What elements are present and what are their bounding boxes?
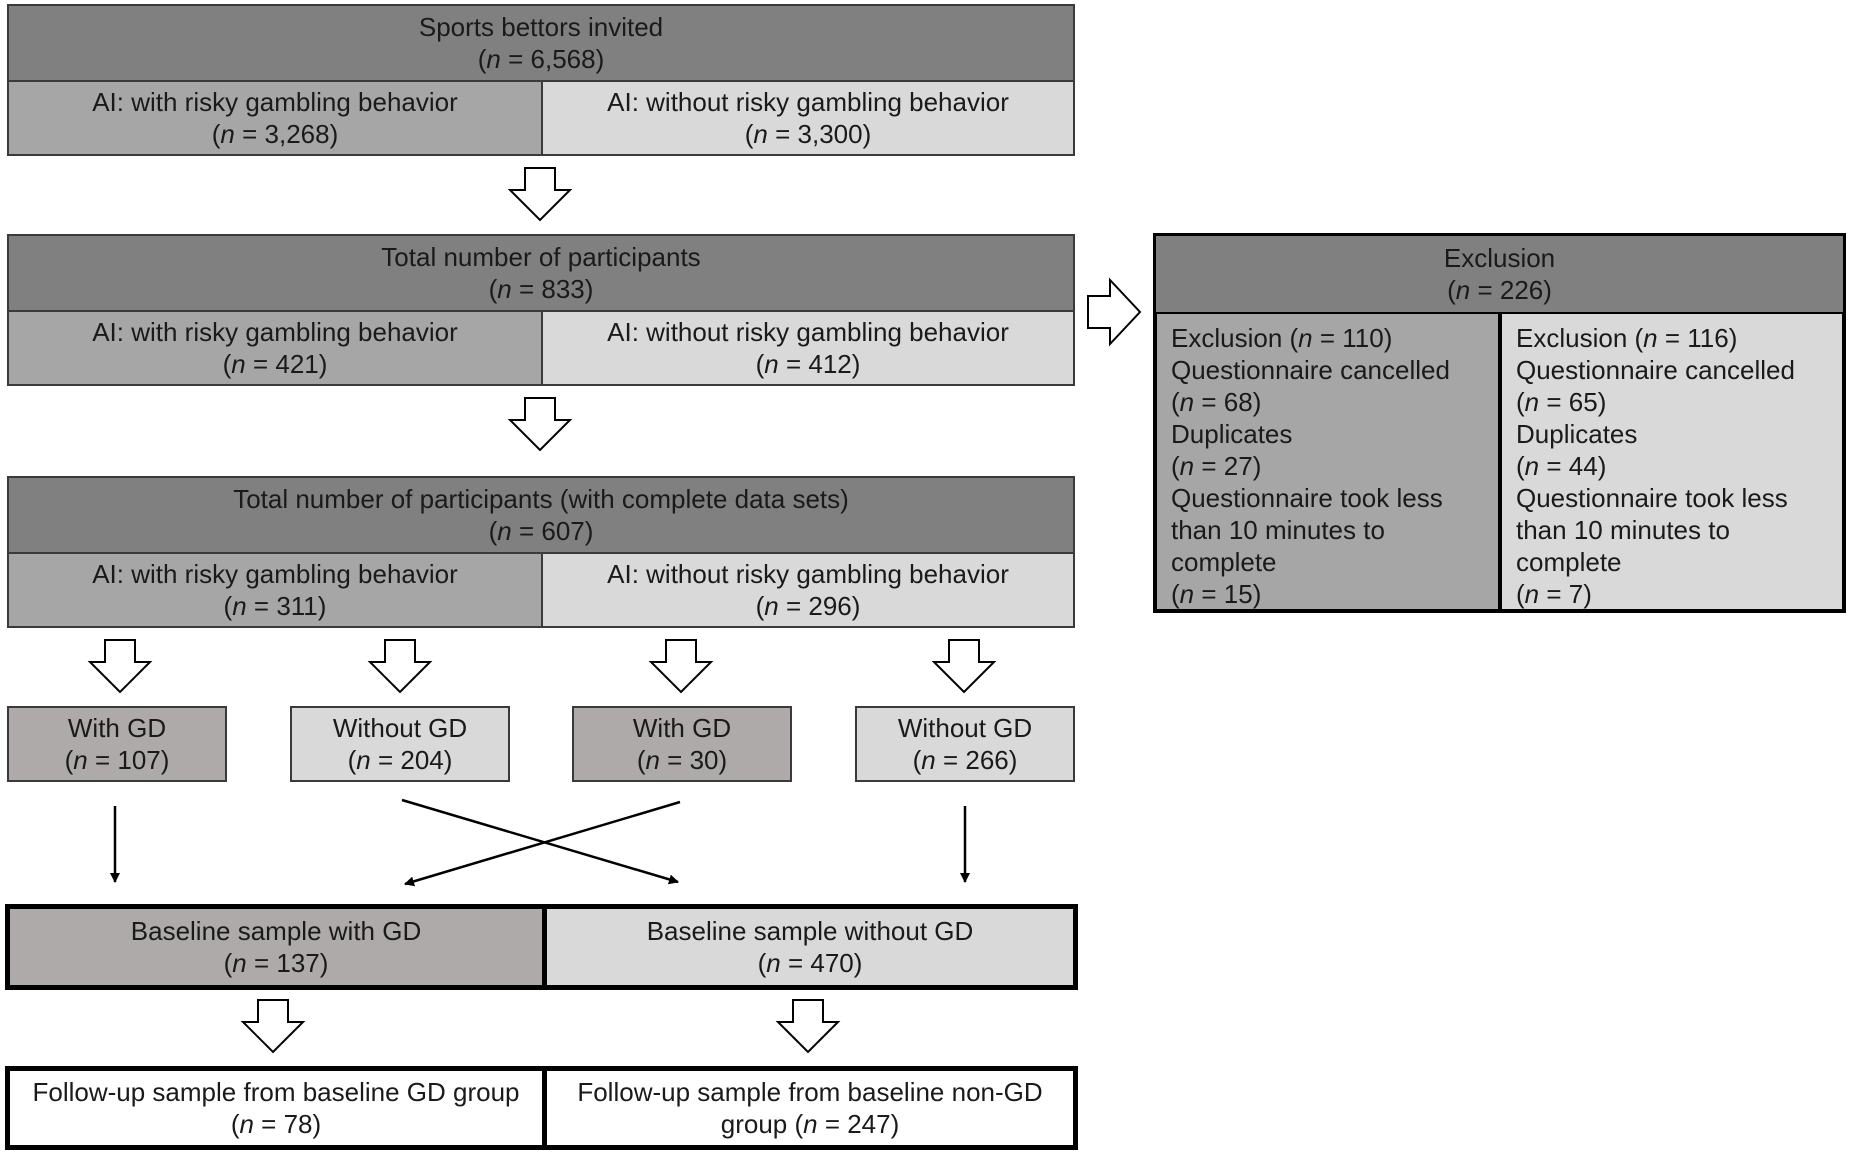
down-arrow-gd-3 xyxy=(648,639,714,694)
gd-group-nonrisky-with: With GD (n = 30) xyxy=(572,706,792,782)
participants-risky: AI: with risky gambling behavior (n = 42… xyxy=(7,310,543,386)
gd-group-risky-with: With GD (n = 107) xyxy=(7,706,227,782)
invited-nonrisky: AI: without risky gambling behavior (n =… xyxy=(541,80,1075,156)
complete-risky: AI: with risky gambling behavior (n = 31… xyxy=(7,552,543,628)
exclusion-risky: Exclusion (n = 110) Questionnaire cancel… xyxy=(1157,314,1502,609)
complete-header: Total number of participants (with compl… xyxy=(7,476,1075,554)
down-arrow-2 xyxy=(507,397,573,452)
participants-nonrisky: AI: without risky gambling behavior (n =… xyxy=(541,310,1075,386)
followup-non-gd: Follow-up sample from baseline non-GD gr… xyxy=(542,1066,1078,1150)
line-cross-with-30 xyxy=(404,800,681,887)
invited-risky: AI: with risky gambling behavior (n = 3,… xyxy=(7,80,543,156)
down-arrow-gd-1 xyxy=(87,639,153,694)
down-arrow-followup-1 xyxy=(240,999,306,1054)
invited-count: (n = 6,568) xyxy=(477,44,605,74)
complete-nonrisky: AI: without risky gambling behavior (n =… xyxy=(541,552,1075,628)
right-arrow-exclusion xyxy=(1087,277,1142,347)
exclusion-panel: Exclusion (n = 226) Exclusion (n = 110) … xyxy=(1153,233,1846,613)
down-arrow-followup-2 xyxy=(775,999,841,1054)
followup-gd: Follow-up sample from baseline GD group … xyxy=(5,1066,547,1150)
gd-group-nonrisky-without: Without GD (n = 266) xyxy=(855,706,1075,782)
down-arrow-gd-2 xyxy=(367,639,433,694)
baseline-with-gd: Baseline sample with GD (n = 137) xyxy=(5,904,547,990)
line-cross-without-204 xyxy=(401,798,679,885)
baseline-without-gd: Baseline sample without GD (n = 470) xyxy=(542,904,1078,990)
down-arrow-gd-4 xyxy=(931,639,997,694)
invited-header: Sports bettors invited (n = 6,568) xyxy=(7,4,1075,82)
participants-header: Total number of participants (n = 833) xyxy=(7,234,1075,312)
gd-group-risky-without: Without GD (n = 204) xyxy=(290,706,510,782)
exclusion-header: Exclusion (n = 226) xyxy=(1156,236,1843,314)
exclusion-nonrisky: Exclusion (n = 116) Questionnaire cancel… xyxy=(1502,314,1842,609)
down-arrow-1 xyxy=(507,167,573,222)
invited-title: Sports bettors invited xyxy=(418,12,664,42)
